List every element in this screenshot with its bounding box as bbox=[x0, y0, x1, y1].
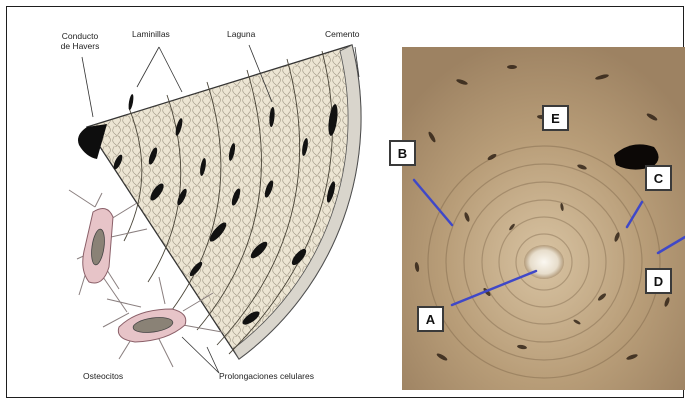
label-cell-processes: Prolongaciones celulares bbox=[219, 371, 314, 381]
label-haversian-canal: Conducto de Havers bbox=[50, 31, 110, 51]
marker-A: A bbox=[417, 306, 444, 332]
micrograph-image bbox=[402, 47, 685, 390]
label-lacuna: Laguna bbox=[227, 29, 255, 39]
label-cement: Cemento bbox=[325, 29, 360, 39]
osteon-micrograph bbox=[402, 47, 685, 390]
osteon-illustration bbox=[7, 7, 399, 397]
marker-C: C bbox=[645, 165, 672, 191]
marker-E: E bbox=[542, 105, 569, 131]
label-osteocytes: Osteocitos bbox=[83, 371, 123, 381]
label-lamellae: Laminillas bbox=[132, 29, 170, 39]
marker-D: D bbox=[645, 268, 672, 294]
figure-frame: Conducto de Havers Laminillas Laguna Cem… bbox=[6, 6, 684, 398]
marker-B: B bbox=[389, 140, 416, 166]
